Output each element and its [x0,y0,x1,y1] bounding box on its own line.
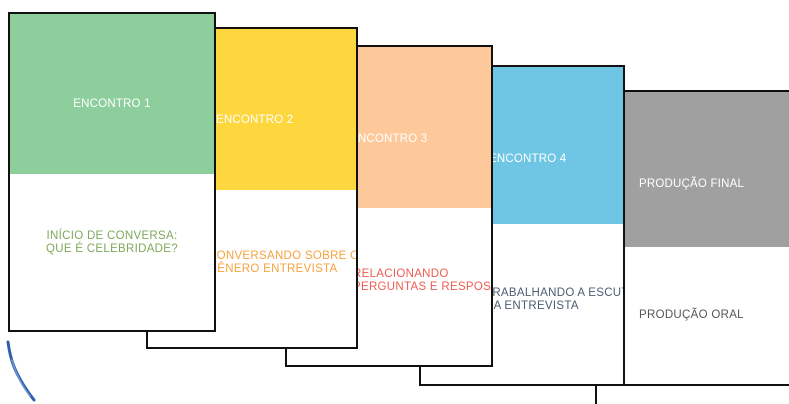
card-title: ENCONTRO 4 [489,153,567,165]
card-subtitle-line: QUE É CELEBRIDADE? [46,243,178,255]
card-subtitle: PRODUÇÃO ORAL [639,309,744,322]
card-subtitle-line: TRABALHANDO A ESCUTA [485,287,625,299]
card-producao-final: PRODUÇÃO FINAL PRODUÇÃO ORAL [622,90,789,386]
card-subtitle-line: RELACIONANDO [353,268,449,280]
card-subtitle-line: INÍCIO DE CONVERSA: [46,230,178,242]
card-subtitle: CONVERSANDO SOBRE O GÊNERO ENTREVISTA [208,250,358,276]
card-subtitle-line: GÊNERO ENTREVISTA [208,263,338,275]
card-subtitle: INÍCIO DE CONVERSA: QUE É CELEBRIDADE? [10,230,214,256]
card-subtitle-line: PRODUÇÃO ORAL [639,309,744,321]
card-header: ENCONTRO 1 [10,14,214,174]
card-title: PRODUÇÃO FINAL [639,178,745,190]
connector-line [595,384,597,404]
card-title: ENCONTRO 2 [216,114,294,126]
card-subtitle-line: PERGUNTAS E RESPOSTAS [353,281,492,293]
card-encontro-1: ENCONTRO 1 INÍCIO DE CONVERSA: QUE É CEL… [8,12,216,332]
card-title: ENCONTRO 3 [350,133,428,145]
card-subtitle-line: DA ENTREVISTA [485,300,579,312]
card-header: PRODUÇÃO FINAL [624,92,789,247]
card-subtitle-line: CONVERSANDO SOBRE O [208,250,358,262]
card-title: ENCONTRO 1 [73,98,151,110]
card-subtitle: RELACIONANDO PERGUNTAS E RESPOSTAS [353,268,492,294]
decorative-swoosh-icon [6,340,36,402]
card-subtitle: TRABALHANDO A ESCUTA DA ENTREVISTA [485,287,625,313]
